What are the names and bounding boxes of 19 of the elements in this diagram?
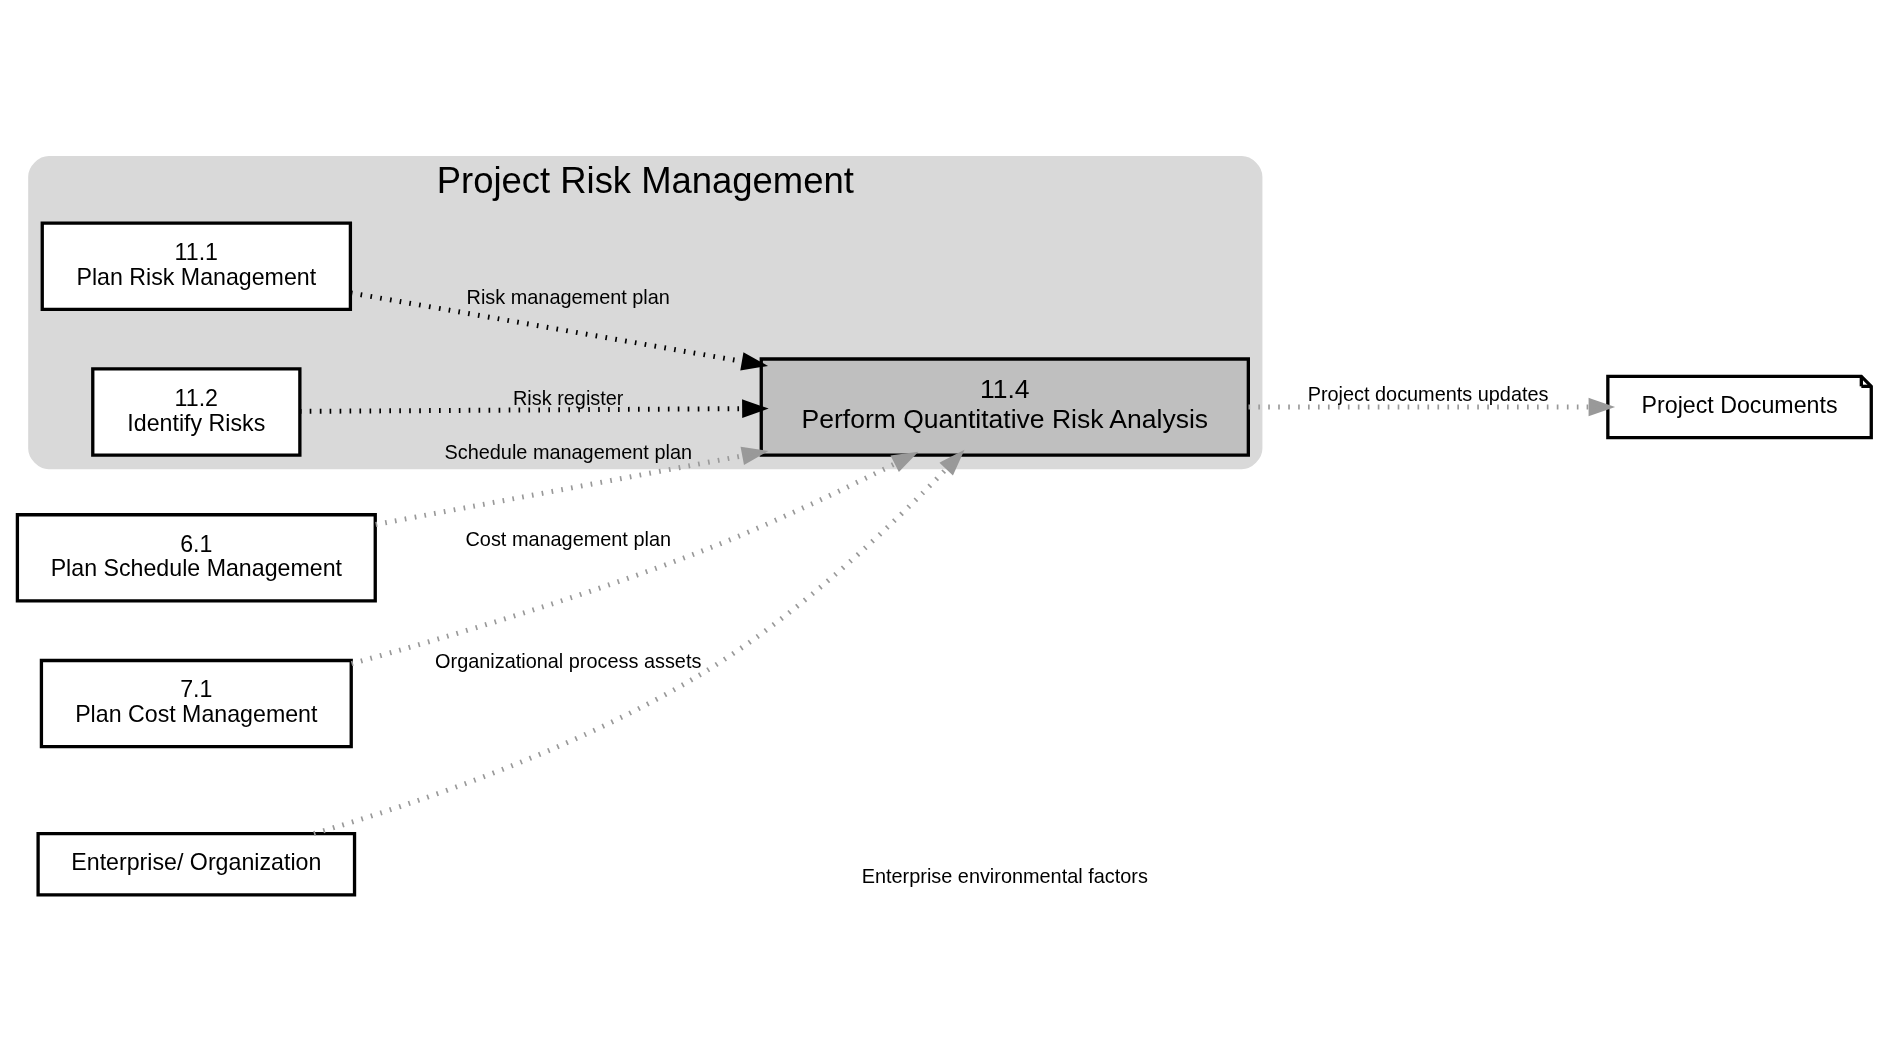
- node-box: Enterprise/ Organization: [36, 832, 357, 897]
- node-box: 11.4 Perform Quantitative Risk Analysis: [759, 357, 1250, 457]
- edge-label: Cost management plan: [465, 527, 671, 550]
- edge-label: Risk management plan: [466, 285, 670, 308]
- node-box: 11.1 Plan Risk Management: [40, 221, 353, 311]
- arrow: [1248, 397, 1616, 417]
- node-box: 6.1 Plan Schedule Management: [15, 513, 377, 603]
- arrow: [350, 290, 769, 371]
- node-box: 11.2 Identify Risks: [91, 367, 302, 457]
- arrow: [313, 449, 965, 836]
- node-box: 7.1 Plan Cost Management: [39, 658, 353, 749]
- edge-label: Project documents updates: [1307, 383, 1549, 406]
- edge-label: Schedule management plan: [444, 441, 693, 464]
- label: Enterprise environmental factors: [861, 864, 1148, 887]
- arrow: [350, 451, 919, 667]
- arrow: [299, 399, 769, 418]
- arrow: [375, 446, 769, 527]
- edge-label: Organizational process assets: [435, 650, 702, 673]
- edge-label: Risk register: [513, 386, 624, 409]
